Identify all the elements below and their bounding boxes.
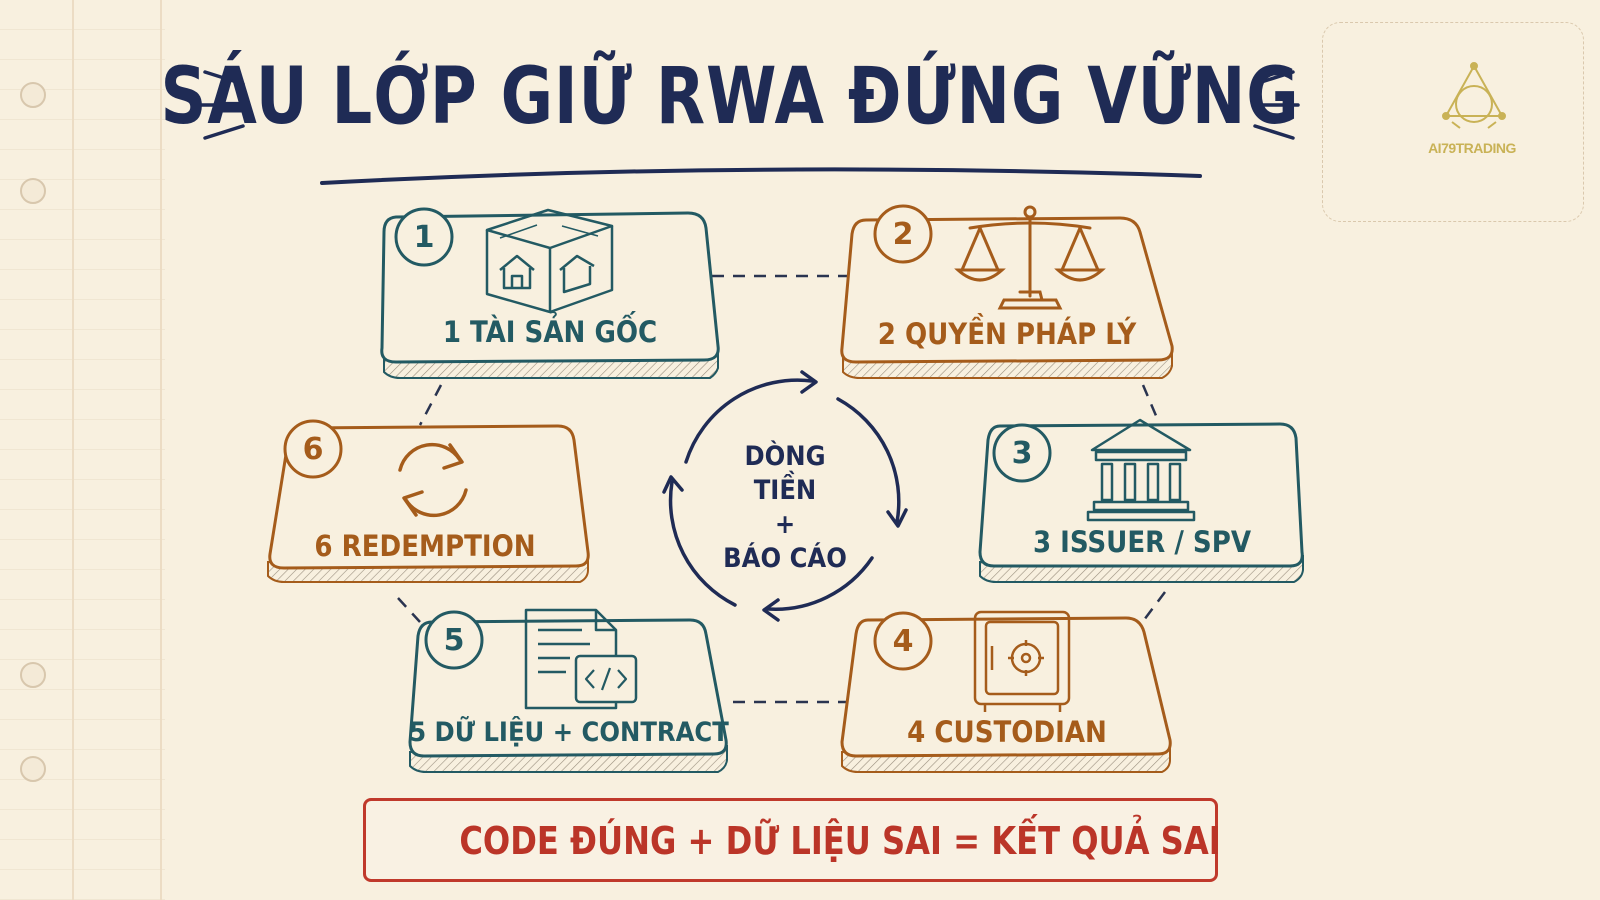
layer-badge-4: 4: [892, 623, 914, 659]
warning-box: [363, 798, 1218, 882]
safe-icon: [973, 610, 1071, 712]
document-code-icon: [524, 608, 638, 710]
center-line-1: DÒNG TIỀN: [744, 441, 826, 506]
refresh-cycle-icon: [398, 442, 468, 518]
layer-label-6: 6 REDEMPTION: [314, 529, 536, 563]
logo-icon: [1442, 62, 1506, 129]
layer-label-1: 1 TÀI SẢN GỐC: [442, 315, 658, 349]
layer-label-5: 5 DỮ LIỆU + CONTRACT: [409, 716, 729, 748]
margin-line: [160, 0, 162, 900]
binder-hole: [20, 662, 46, 688]
layer-badge-3: 3: [1011, 435, 1033, 471]
center-cycle-arrows: [662, 370, 908, 622]
layer-card-4: [840, 611, 1172, 773]
layer-badge-6: 6: [302, 431, 324, 467]
binder-hole: [20, 756, 46, 782]
bank-building-icon: [1086, 418, 1196, 522]
ruled-paper-strip: [0, 0, 165, 900]
scales-icon: [954, 205, 1106, 310]
layer-badge-2: 2: [892, 216, 914, 252]
layer-badge-5: 5: [443, 622, 465, 658]
logo-frame: [1322, 22, 1584, 222]
warning-text: CODE ĐÚNG + DỮ LIỆU SAI = KẾT QUẢ SAI: [459, 819, 1221, 863]
dashed-connectors: [397, 274, 1166, 704]
center-line-3: BÁO CÁO: [723, 543, 847, 574]
margin-line: [72, 0, 74, 900]
layer-badge-1: 1: [413, 219, 435, 255]
layer-label-3: 3 ISSUER / SPV: [1032, 525, 1252, 559]
center-line-2: +: [774, 509, 796, 540]
center-cycle-text: DÒNG TIỀN + BÁO CÁO: [713, 440, 857, 576]
layer-card-6: [267, 419, 590, 583]
logo-text: AI79TRADING: [1428, 140, 1516, 156]
binder-hole: [20, 178, 46, 204]
layer-card-5: [408, 610, 728, 773]
layer-label-4: 4 CUSTODIAN: [907, 715, 1107, 749]
binder-hole: [20, 82, 46, 108]
asset-box-icon: [485, 208, 614, 314]
layer-card-3: [978, 422, 1304, 583]
title-decoration: [198, 70, 1300, 185]
layer-label-2: 2 QUYỀN PHÁP LÝ: [877, 317, 1137, 351]
page-title: SÁU LỚP GIỮ RWA ĐỨNG VỮNG: [160, 52, 1300, 142]
